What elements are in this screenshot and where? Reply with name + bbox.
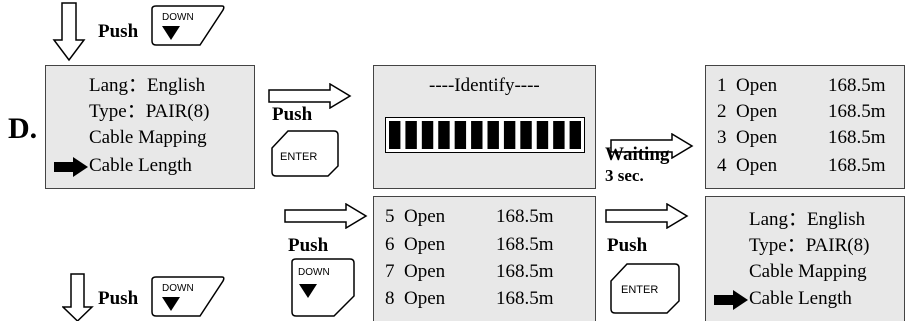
progress-segment [471,121,483,149]
progress-segment [405,121,417,149]
menu-mapping: Cable Mapping [749,261,867,282]
pair-number: 3 [717,127,727,148]
menu-mapping: Cable Mapping [89,127,207,148]
pair-length: 168.5m [828,155,886,176]
push-label-top: Push [98,21,139,42]
menu-type: Type：PAIR(8) [89,101,210,122]
pair-status: Open [404,288,446,309]
down-button-top[interactable]: DOWN [150,5,226,47]
enter-key-text: ENTER [621,284,658,296]
progress-segment [487,121,499,149]
pair-number: 8 [385,288,395,309]
pair-length: 168.5m [496,234,554,255]
down-key-icon: DOWN [291,258,355,317]
result-row: 7 Open 168.5m [385,261,590,283]
enter-key-icon: ENTER [271,130,339,177]
result-row: 3 Open 168.5m [717,127,902,149]
section-label: D. [8,112,38,145]
enter-key-icon: ENTER [610,263,680,314]
down-arrow-top [52,2,86,62]
push-label-down-2: Push [288,235,329,256]
result-row: 1 Open 168.5m [717,75,902,97]
pair-number: 1 [717,75,727,96]
progress-segment [454,121,467,149]
down-button-2[interactable]: DOWN [290,258,356,318]
pair-length: 168.5m [496,206,554,227]
down-key-text: DOWN [162,283,194,294]
down-key-text: DOWN [162,12,194,23]
pair-length: 168.5m [828,127,886,148]
pair-length: 168.5m [496,261,554,282]
pair-status: Open [404,206,446,227]
menu-screen-2: Lang：English Type：PAIR(8) Cable Mapping … [705,196,905,321]
pair-status: Open [736,127,778,148]
waiting-time: 3 sec. [605,166,644,185]
progress-segment [520,121,532,149]
progress-segment [421,121,434,149]
menu-type: Type：PAIR(8) [749,235,870,256]
pair-number: 6 [385,234,395,255]
results-screen-2: 5 Open 168.5m 6 Open 168.5m 7 Open 168.5… [373,196,596,321]
down-key-text: DOWN [298,267,330,278]
menu-lang: Lang：English [89,75,206,96]
pair-status: Open [404,234,446,255]
progress-segment [553,121,565,149]
down-arrow-bottom [62,273,94,321]
pair-status: Open [736,155,778,176]
right-arrow-1 [268,83,352,109]
menu-screen-1: Lang：English Type：PAIR(8) Cable Mapping … [45,65,255,189]
enter-button-2[interactable]: ENTER [609,263,681,315]
menu-length: Cable Length [89,155,192,176]
progress-bar [385,117,585,153]
right-arrow-2 [610,133,694,159]
identify-screen: ----Identify---- [373,65,596,189]
pair-length: 168.5m [828,75,886,96]
identify-title: ----Identify---- [429,75,540,96]
enter-button-1[interactable]: ENTER [270,130,340,178]
pair-status: Open [404,261,446,282]
right-arrow-3 [284,203,368,229]
results-screen-1: 1 Open 168.5m 2 Open 168.5m 3 Open 168.5… [705,65,905,189]
down-key-icon: DOWN [151,276,225,317]
pair-number: 5 [385,206,395,227]
pair-status: Open [736,101,778,122]
push-label-enter-1: Push [272,104,313,125]
progress-segment [503,121,516,149]
pair-length: 168.5m [828,101,886,122]
pair-number: 2 [717,101,727,122]
pair-status: Open [736,75,778,96]
result-row: 4 Open 168.5m [717,155,902,177]
result-row: 2 Open 168.5m [717,101,902,123]
down-key-icon: DOWN [151,5,225,46]
result-row: 8 Open 168.5m [385,288,590,310]
menu-length: Cable Length [749,288,852,309]
result-row: 6 Open 168.5m [385,234,590,256]
push-label-bottom: Push [98,288,139,309]
progress-segment [389,121,401,149]
pair-length: 168.5m [496,288,554,309]
menu-lang: Lang：English [749,209,866,230]
right-arrow-4 [605,203,689,229]
progress-segment [569,121,581,149]
pair-number: 4 [717,155,727,176]
waiting-label: Waiting [605,144,670,165]
enter-key-text: ENTER [280,151,317,163]
result-row: 5 Open 168.5m [385,206,590,228]
selection-arrow-icon [54,157,88,177]
progress-segment [438,121,450,149]
selection-arrow-icon [714,290,748,310]
push-label-enter-2: Push [607,235,648,256]
pair-number: 7 [385,261,395,282]
down-button-bottom[interactable]: DOWN [150,276,226,318]
progress-segment [536,121,549,149]
